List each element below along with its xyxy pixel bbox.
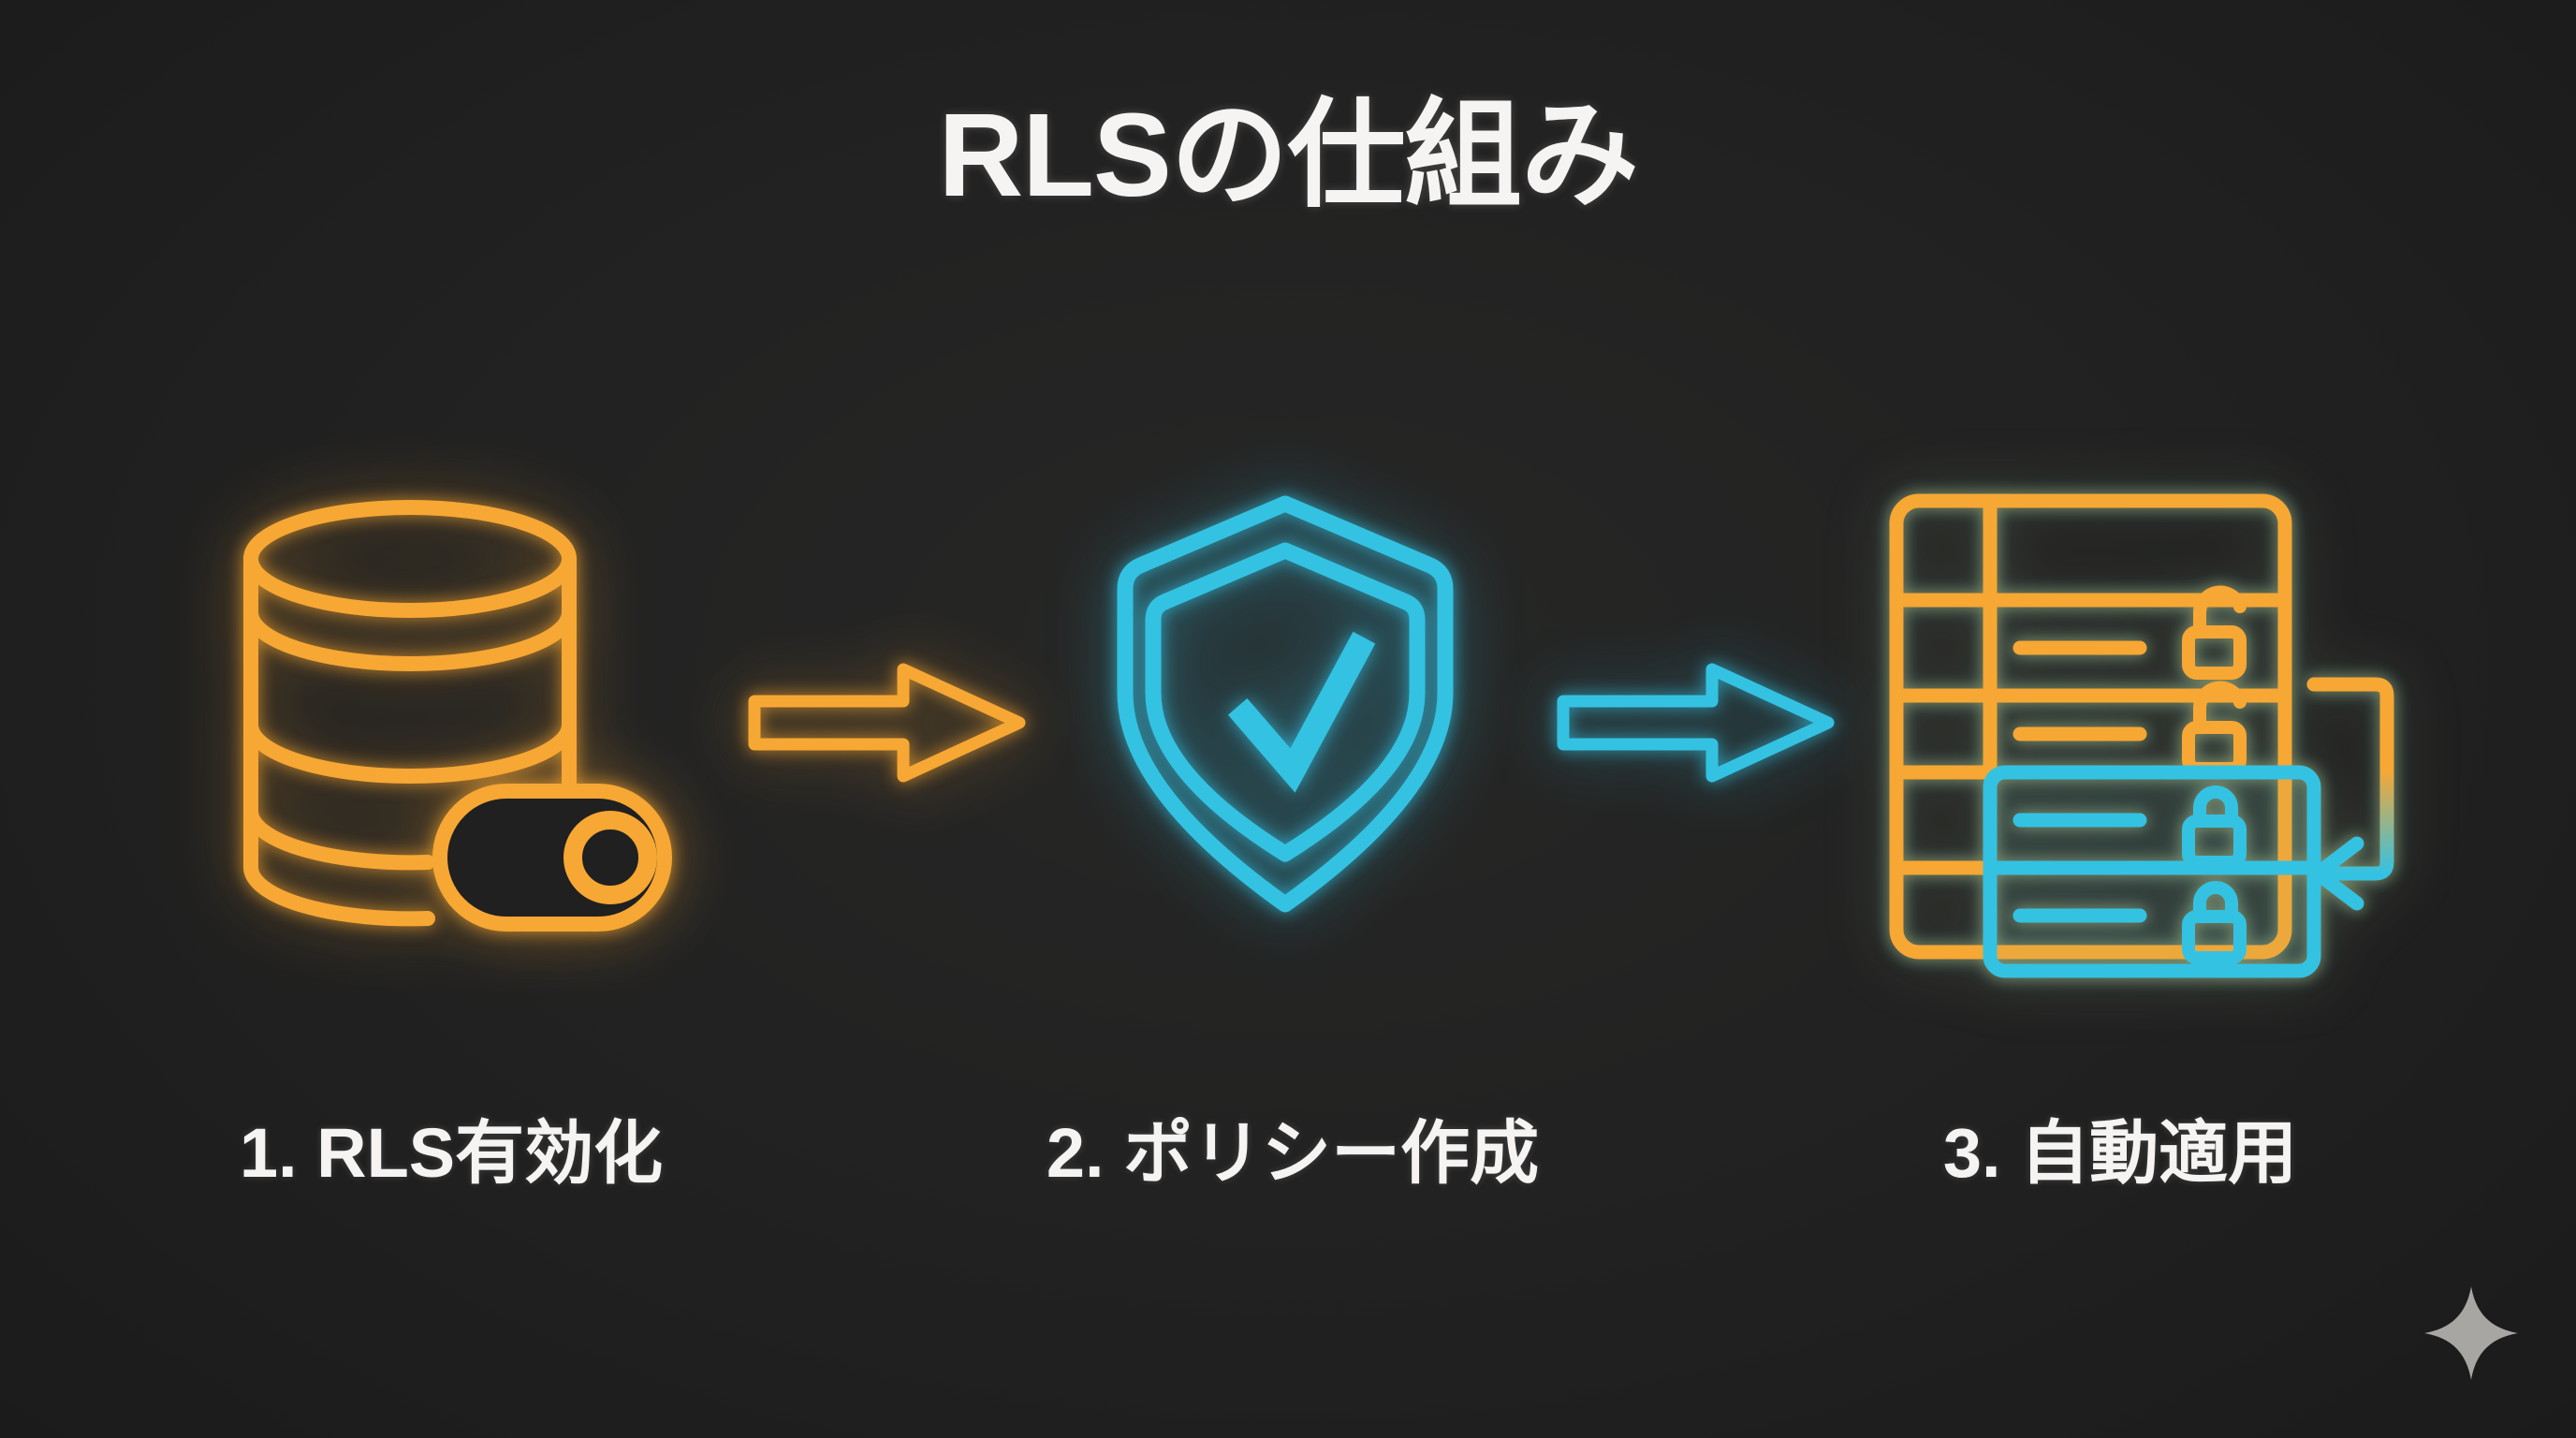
database-toggle-icon	[242, 500, 672, 940]
table-row-locks-icon	[1889, 493, 2402, 990]
step-3-label: 3. 自動適用	[1942, 1114, 2298, 1192]
sparkle-icon	[2422, 1284, 2520, 1382]
step-2-label: 2. ポリシー作成	[1046, 1114, 1540, 1192]
shield-check-icon	[1112, 492, 1458, 919]
page-title: RLSの仕組み	[938, 89, 1638, 221]
loop-arrow	[2306, 677, 2394, 911]
step-1-label: 1. RLS有効化	[239, 1114, 664, 1192]
arrow-right-icon	[747, 657, 1028, 788]
arrow-right-icon	[1556, 657, 1837, 788]
